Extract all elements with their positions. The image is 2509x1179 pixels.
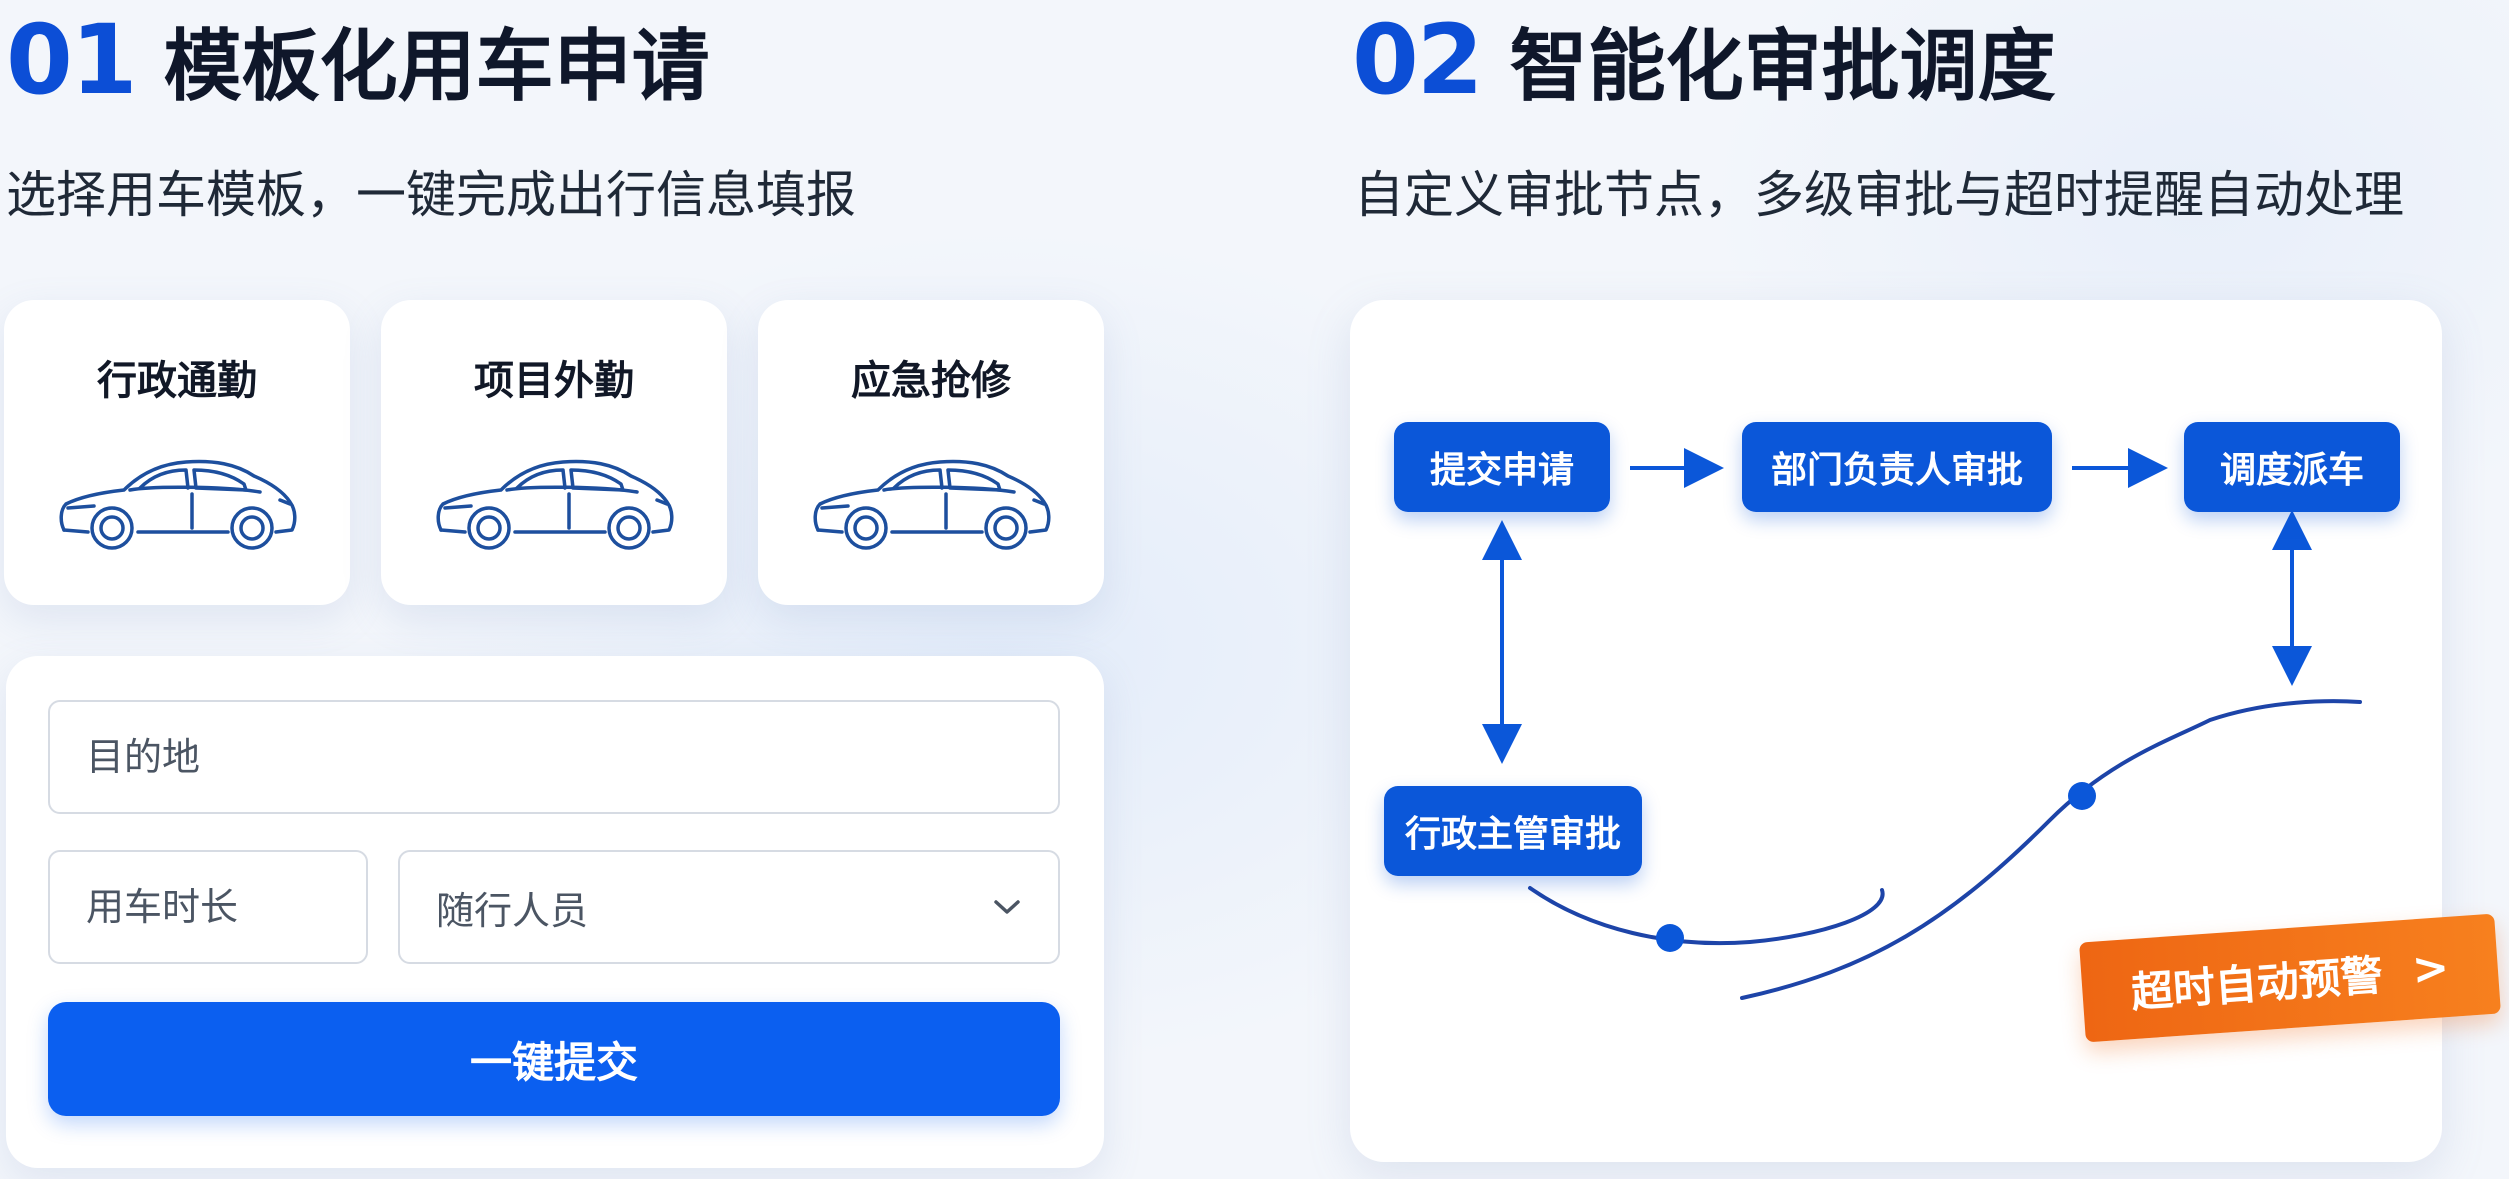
flow-node-admin-approval[interactable]: 行政主管审批	[1384, 786, 1642, 876]
template-card-project-field[interactable]: 项目外勤	[381, 300, 727, 605]
car-icon	[59, 459, 297, 550]
companions-select[interactable]: 随行人员	[398, 850, 1060, 964]
timeout-alert-label: 超时自动预警	[2129, 950, 2385, 1017]
application-form: 随行人员 一键提交	[6, 656, 1104, 1168]
section-1-title: 模板化用车申请	[163, 22, 710, 112]
timeline-point-2	[2068, 782, 2096, 810]
section-2-number: 02	[1352, 4, 1484, 116]
timeline-point-1	[1656, 924, 1684, 952]
template-card-admin-commute[interactable]: 行政通勤	[4, 300, 350, 605]
template-label: 应急抢修	[851, 358, 1011, 404]
section-2-title: 智能化审批调度	[1509, 22, 2056, 112]
template-label: 行政通勤	[97, 358, 257, 404]
flow-node-dept-approval[interactable]: 部门负责人审批	[1742, 422, 2052, 512]
section-1-subtitle: 选择用车模板，一键完成出行信息填报	[6, 166, 856, 224]
section-2-heading: 02 智能化审批调度	[1352, 4, 2056, 116]
flow-connectors	[1482, 448, 2362, 1000]
flow-node-dispatch[interactable]: 调度派车	[2184, 422, 2400, 512]
timeline-curve-main	[1740, 699, 2362, 1000]
one-click-submit-button[interactable]: 一键提交	[48, 1002, 1060, 1116]
template-card-emergency-repair[interactable]: 应急抢修	[758, 300, 1104, 605]
chevron-right-icon: >	[2410, 941, 2451, 995]
timeline-curve-lower	[1528, 886, 1885, 946]
car-icon	[813, 459, 1051, 550]
section-2-subtitle: 自定义审批节点，多级审批与超时提醒自动处理	[1354, 166, 2404, 224]
section-1-heading: 01 模板化用车申请	[6, 4, 710, 116]
chevron-down-icon	[994, 900, 1020, 914]
destination-input[interactable]	[48, 700, 1060, 814]
flow-node-submit[interactable]: 提交申请	[1394, 422, 1610, 512]
template-label: 项目外勤	[474, 358, 634, 404]
approval-flow-panel: 提交申请 部门负责人审批 调度派车 行政主管审批	[1350, 300, 2442, 1162]
duration-input[interactable]	[48, 850, 368, 964]
section-1-number: 01	[6, 4, 138, 116]
car-icon	[436, 459, 674, 550]
companions-select-label: 随行人员	[436, 888, 589, 933]
